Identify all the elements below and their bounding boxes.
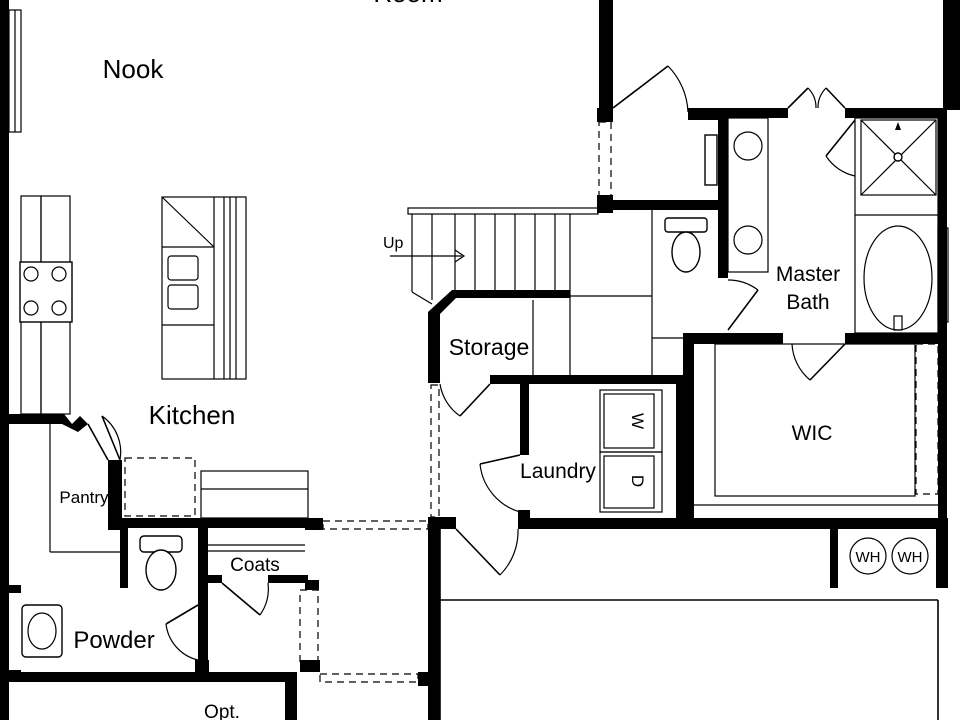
water-heater-label-2: WH xyxy=(898,549,923,566)
bath-fixtures xyxy=(664,117,939,334)
room-label-top: Room xyxy=(373,0,442,8)
thin-lines xyxy=(8,9,949,720)
washer-label: W xyxy=(628,413,647,429)
water-heaters xyxy=(849,537,929,575)
room-labels: Room Nook Kitchen Pantry Coats Powder Op… xyxy=(59,0,840,720)
room-label-opt: Opt. xyxy=(204,702,240,720)
doors xyxy=(87,65,856,661)
room-label-nook: Nook xyxy=(103,54,165,84)
powder-fixtures xyxy=(21,535,183,658)
annotation-labels: Up W D WH WH xyxy=(383,235,923,566)
room-label-wic: WIC xyxy=(792,422,833,445)
dryer-label: D xyxy=(628,475,647,487)
stairs-up-label: Up xyxy=(383,235,404,252)
room-label-laundry: Laundry xyxy=(520,460,596,483)
kitchen-desk xyxy=(200,470,309,519)
room-label-storage: Storage xyxy=(449,334,530,360)
room-label-master-bath-line2: Bath xyxy=(786,291,829,314)
room-label-master-bath-line1: Master xyxy=(776,263,840,286)
kitchen-island xyxy=(161,196,247,380)
room-label-pantry: Pantry xyxy=(59,488,109,507)
dashed-openings xyxy=(124,121,939,683)
laundry-appliances xyxy=(599,389,663,513)
room-label-powder: Powder xyxy=(73,627,154,654)
water-heater-label-1: WH xyxy=(856,549,881,566)
room-label-coats: Coats xyxy=(230,555,280,576)
kitchen-counters xyxy=(19,195,73,415)
stairs xyxy=(390,207,599,376)
room-label-kitchen: Kitchen xyxy=(149,400,236,430)
